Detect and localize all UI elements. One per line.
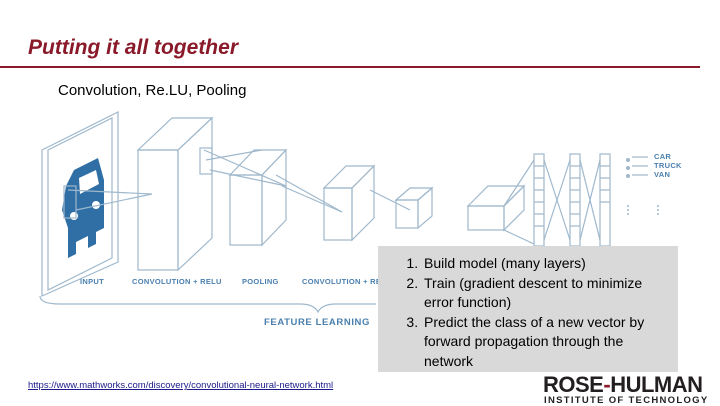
- stage-label-conv2: CONVOLUTION + RELU: [302, 277, 392, 286]
- pool2-volume: [394, 186, 434, 230]
- fc-layer-2: [569, 153, 581, 247]
- stage-label-input: INPUT: [80, 277, 104, 286]
- rose-hulman-logo: ROSE-HULMAN INSTITUTE OF TECHNOLOGY: [543, 372, 717, 406]
- step-item: Predict the class of a new vector by for…: [422, 313, 672, 372]
- source-link[interactable]: https://www.mathworks.com/discovery/conv…: [28, 380, 334, 391]
- step-item: Train (gradient descent to minimize erro…: [422, 274, 672, 313]
- output-node-dots: [626, 158, 659, 215]
- output-label-car: CAR: [654, 152, 671, 161]
- slide-title: Putting it all together: [28, 36, 238, 59]
- pool-volume: [228, 148, 288, 247]
- fc-layer-1: [533, 153, 545, 247]
- conv2-volume: [322, 164, 376, 242]
- slide-subtitle: Convolution, Re.LU, Pooling: [58, 82, 247, 99]
- logo-wordmark: ROSE-HULMAN: [543, 372, 703, 398]
- output-label-van: VAN: [654, 170, 670, 179]
- output-label-truck: TRUCK: [654, 161, 682, 170]
- logo-part2: HULMAN: [610, 372, 703, 397]
- logo-part1: ROSE: [543, 372, 604, 397]
- steps-box: Build model (many layers) Train (gradien…: [378, 246, 678, 372]
- input-filter: [63, 185, 77, 219]
- feature-learning-label: FEATURE LEARNING: [264, 317, 370, 328]
- output-layer: [599, 153, 611, 247]
- step-item: Build model (many layers): [422, 254, 672, 274]
- conv1-volume: [136, 116, 214, 272]
- title-rule: [0, 66, 700, 68]
- flatten-volume: [466, 184, 526, 232]
- stage-label-pool: POOLING: [242, 277, 279, 286]
- logo-subtitle: INSTITUTE OF TECHNOLOGY: [544, 395, 709, 406]
- feature-learning-bracket: [39, 295, 376, 314]
- logo-dash: -: [603, 372, 611, 397]
- steps-list: Build model (many layers) Train (gradien…: [378, 254, 672, 371]
- stage-label-conv1: CONVOLUTION + RELU: [132, 277, 222, 286]
